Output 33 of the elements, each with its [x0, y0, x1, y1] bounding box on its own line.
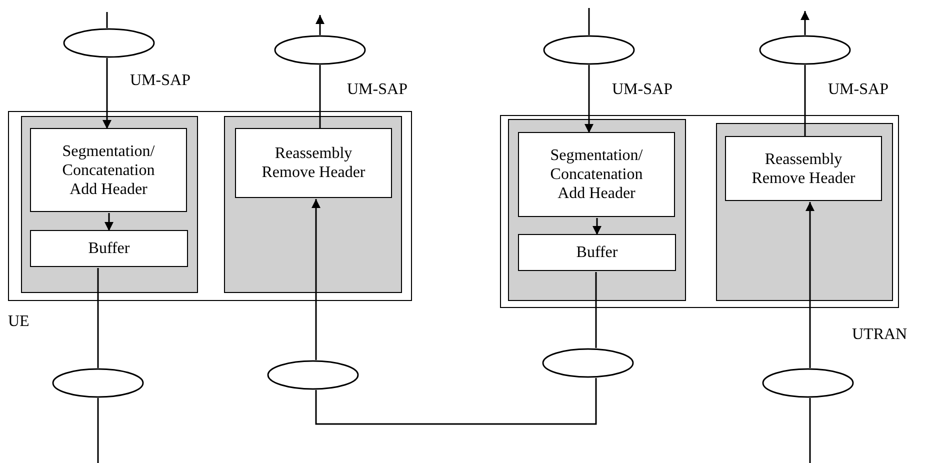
arrow: [102, 58, 112, 129]
connector-line: [809, 398, 811, 463]
entity-panel: [716, 122, 892, 300]
arrow: [104, 213, 114, 231]
sap-label: UM-SAP: [347, 81, 408, 99]
connector-line: [97, 398, 99, 463]
connector-line: [97, 268, 99, 368]
connector-line: [804, 65, 806, 137]
process-box: Buffer: [30, 230, 188, 267]
arrow: [806, 202, 814, 368]
entity-panel: [224, 116, 402, 292]
sap-label: UM-SAP: [130, 72, 190, 90]
entity-panel: [508, 118, 686, 300]
process-box: Reassembly Remove Header: [235, 128, 392, 198]
entity-panel: [20, 116, 198, 292]
process-box: Reassembly Remove Header: [725, 136, 882, 201]
process-box: Segmentation/ Concatenation Add Header: [30, 128, 187, 212]
entity-label: UE: [8, 313, 30, 331]
arrow: [316, 15, 324, 35]
arrow: [312, 199, 320, 360]
entity-label: UTRAN: [852, 326, 908, 344]
sap-label: UM-SAP: [612, 81, 672, 99]
sap-label: UM-SAP: [828, 81, 888, 99]
arrow: [800, 11, 810, 35]
connector-line: [315, 378, 597, 425]
connector-line: [106, 12, 108, 28]
connector-line: [319, 65, 321, 129]
arrow: [592, 218, 602, 235]
arrow: [584, 65, 594, 133]
connector-line: [588, 8, 590, 35]
connector-line: [595, 272, 597, 348]
process-box: Segmentation/ Concatenation Add Header: [518, 132, 675, 217]
process-box: Buffer: [518, 234, 676, 271]
